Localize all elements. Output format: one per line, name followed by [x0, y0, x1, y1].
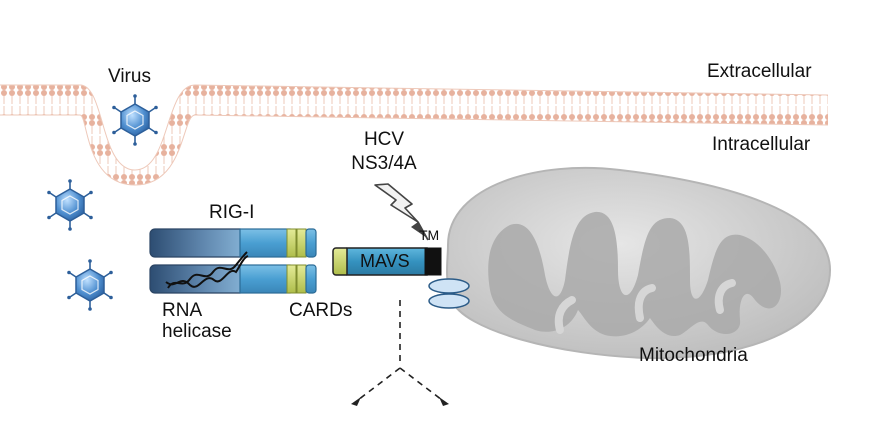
intracellular-label: Intracellular — [712, 134, 811, 155]
ns3-4a-label: NS3/4A — [351, 153, 417, 174]
rig-i-label: RIG-I — [209, 202, 255, 223]
rig-i-molecule-top — [149, 228, 317, 258]
helicase-label: helicase — [162, 321, 232, 342]
extracellular-label: Extracellular — [707, 61, 812, 82]
virus-icon — [46, 178, 94, 232]
channel-icon — [428, 278, 470, 309]
rig-i-molecule-bottom — [149, 264, 317, 294]
mavs-label: MAVS — [360, 251, 410, 271]
arrowheads — [351, 397, 449, 406]
virus-icon — [111, 93, 159, 147]
mitochondria-label: Mitochondria — [639, 345, 748, 366]
rna-label: RNA — [162, 300, 203, 321]
lightning-bolt-icon — [374, 183, 429, 241]
cards-label: CARDs — [289, 300, 353, 321]
hcv-label: HCV — [363, 129, 405, 150]
signal-arrows — [357, 300, 443, 401]
virus-label: Virus — [108, 66, 151, 87]
mavs-molecule — [332, 247, 442, 276]
rna-strand-icon — [165, 251, 249, 289]
tm-label: TM — [419, 227, 440, 243]
mitochondrion — [446, 166, 832, 360]
cell-membrane — [0, 84, 829, 186]
virus-icon — [66, 258, 114, 312]
